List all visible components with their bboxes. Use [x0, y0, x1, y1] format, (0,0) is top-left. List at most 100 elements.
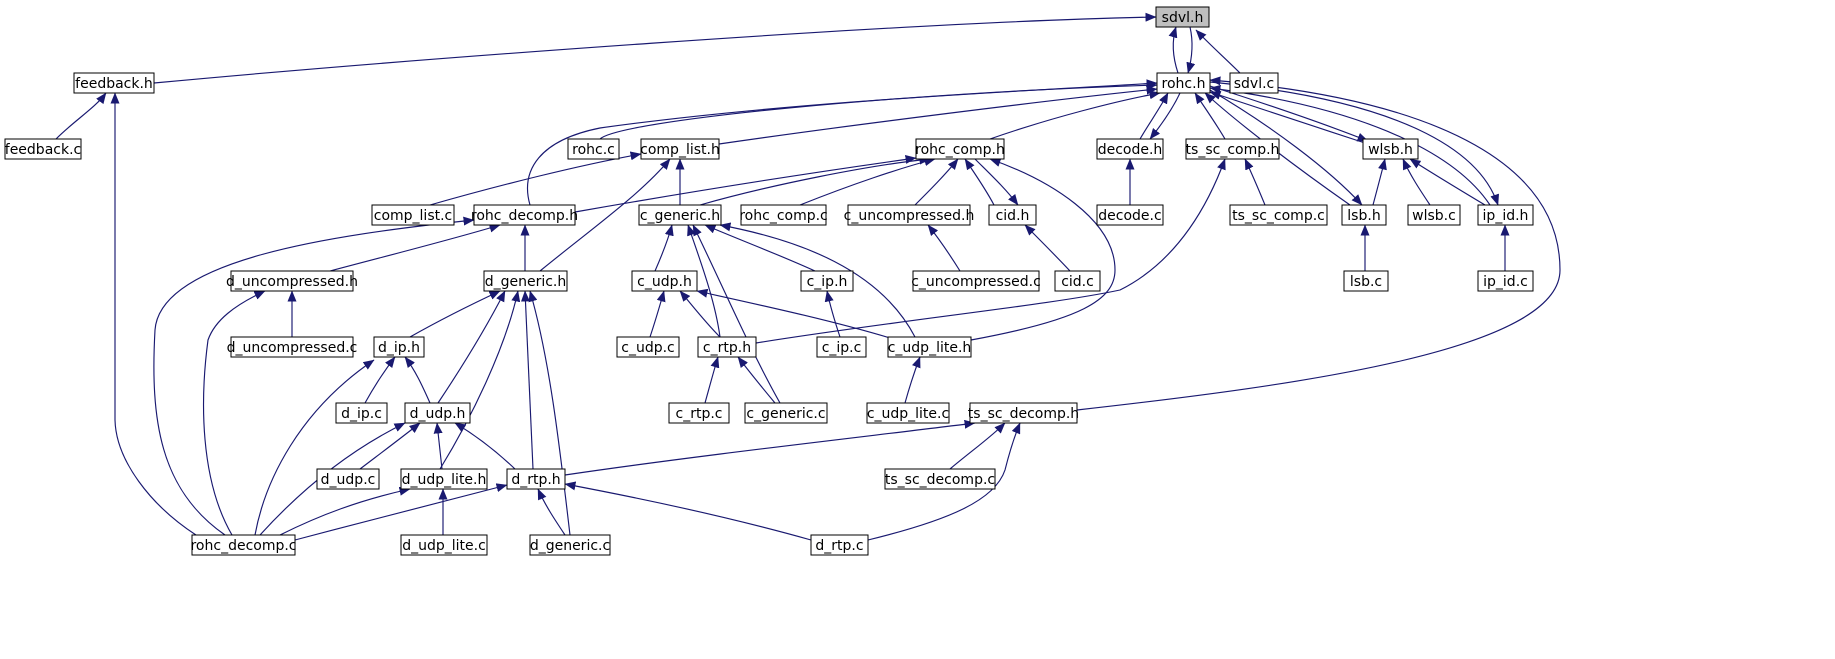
node-label: rohc.h [1162, 76, 1206, 92]
edge-c-generic-c-to-c-generic-h [692, 224, 781, 404]
node-c-ip-h[interactable]: c_ip.h [800, 270, 854, 292]
node-d-generic-c[interactable]: d_generic.c [529, 534, 611, 556]
edge-feedback-h-to-sdvl-h [153, 12, 1157, 84]
node-box [483, 270, 568, 292]
node-cid-h[interactable]: cid.h [988, 204, 1037, 226]
node-box [912, 270, 1040, 292]
edge-rohc-decomp-c-to-d-rtp-h [294, 483, 508, 541]
node-ts-sc-decomp-h[interactable]: ts_sc_decomp.h [968, 402, 1079, 424]
node-d-udp-c[interactable]: d_udp.c [316, 468, 380, 490]
node-decode-c[interactable]: decode.c [1096, 204, 1164, 226]
node-c-udp-c[interactable]: c_udp.c [616, 336, 680, 358]
node-label: d_rtp.c [815, 538, 863, 554]
node-box [697, 336, 757, 358]
node-c-udp-lite-h[interactable]: c_udp_lite.h [887, 336, 972, 358]
node-cid-c[interactable]: cid.c [1054, 270, 1101, 292]
edge-c-rtp-h-to-c-udp-h [679, 290, 721, 338]
node-label: rohc_comp.c [739, 208, 828, 224]
node-decode-h[interactable]: decode.h [1096, 138, 1164, 160]
node-c-generic-h[interactable]: c_generic.h [638, 204, 722, 226]
node-label: cid.h [996, 208, 1030, 224]
node-ip-id-h[interactable]: ip_id.h [1477, 204, 1534, 226]
edge-rohc-comp-h-to-cid-h [974, 158, 1019, 206]
node-rohc-h[interactable]: rohc.h [1156, 72, 1211, 94]
node-ts-sc-comp-h[interactable]: ts_sc_comp.h [1185, 138, 1280, 160]
node-ts-sc-comp-c[interactable]: ts_sc_comp.c [1229, 204, 1328, 226]
node-label: sdvl.c [1234, 76, 1275, 92]
node-comp-list-c[interactable]: comp_list.c [371, 204, 455, 226]
edge-rohc-h-to-decode-h [1149, 92, 1181, 140]
node-c-uncompressed-h[interactable]: c_uncompressed.h [844, 204, 975, 226]
node-label: ip_id.h [1483, 208, 1529, 224]
node-d-udp-h[interactable]: d_udp.h [404, 402, 471, 424]
node-label: ts_sc_comp.h [1186, 142, 1280, 158]
node-d-udp-lite-h[interactable]: d_udp_lite.h [400, 468, 488, 490]
node-lsb-h[interactable]: lsb.h [1341, 204, 1387, 226]
node-rohc-comp-c[interactable]: rohc_comp.c [739, 204, 828, 226]
node-label: d_uncompressed.c [227, 340, 358, 356]
node-box [529, 534, 611, 556]
node-ip-id-c[interactable]: ip_id.c [1477, 270, 1534, 292]
node-c-rtp-c[interactable]: c_rtp.c [668, 402, 730, 424]
node-box [668, 402, 730, 424]
node-box [506, 468, 566, 490]
node-feedback-h[interactable]: feedback.h [73, 72, 155, 94]
node-box [371, 204, 455, 226]
node-d-generic-h[interactable]: d_generic.h [483, 270, 568, 292]
node-box [335, 402, 388, 424]
edge-d-rtp-h-to-d-udp-h [454, 422, 516, 470]
edge-c-ip-h-to-c-generic-h [704, 224, 816, 272]
node-rohc-c[interactable]: rohc.c [567, 138, 620, 160]
edge-c-rtp-h-to-c-generic-h [687, 224, 721, 338]
node-ts-sc-decomp-c[interactable]: ts_sc_decomp.c [884, 468, 996, 490]
edge-c-rtp-h-to-ts-sc-comp-h [755, 158, 1226, 344]
node-box [847, 204, 971, 226]
node-wlsb-c[interactable]: wlsb.c [1407, 204, 1461, 226]
node-feedback-c[interactable]: feedback.c [4, 138, 82, 160]
node-c-uncompressed-c[interactable]: c_uncompressed.c [911, 270, 1041, 292]
node-rohc-decomp-c[interactable]: rohc_decomp.c [190, 534, 297, 556]
node-d-udp-lite-c[interactable]: d_udp_lite.c [400, 534, 488, 556]
edge-c-generic-c-to-c-rtp-h [737, 356, 776, 404]
node-rohc-comp-h[interactable]: rohc_comp.h [915, 138, 1005, 160]
edge-wlsb-h-to-rohc-h [1209, 90, 1366, 144]
node-label: ip_id.c [1483, 274, 1528, 290]
node-sdvl-h[interactable]: sdvl.h [1155, 6, 1210, 28]
node-c-generic-c[interactable]: c_generic.c [744, 402, 828, 424]
node-c-udp-h[interactable]: c_udp.h [631, 270, 698, 292]
node-d-ip-c[interactable]: d_ip.c [335, 402, 388, 424]
node-rohc-decomp-h[interactable]: rohc_decomp.h [471, 204, 578, 226]
node-d-uncompressed-c[interactable]: d_uncompressed.c [227, 336, 358, 358]
node-box [740, 204, 827, 226]
node-lsb-c[interactable]: lsb.c [1343, 270, 1389, 292]
node-label: decode.h [1098, 142, 1163, 158]
node-comp-list-h[interactable]: comp_list.h [640, 138, 720, 160]
node-c-ip-c[interactable]: c_ip.c [816, 336, 867, 358]
node-d-rtp-h[interactable]: d_rtp.h [506, 468, 566, 490]
node-wlsb-h[interactable]: wlsb.h [1362, 138, 1419, 160]
node-d-rtp-c[interactable]: d_rtp.c [810, 534, 869, 556]
node-label: c_ip.c [822, 340, 862, 356]
node-c-udp-lite-c[interactable]: c_udp_lite.c [866, 402, 950, 424]
edge-rohc-h-to-sdvl-h [1168, 26, 1179, 74]
node-label: d_ip.c [341, 406, 382, 422]
node-label: c_udp.c [621, 340, 675, 356]
edge-d-rtp-c-to-ts-sc-decomp-h [867, 422, 1021, 541]
node-box [1185, 138, 1280, 160]
edge-rohc-h-to-wlsb-h [1209, 85, 1369, 142]
node-label: lsb.h [1347, 208, 1380, 224]
node-sdvl-c[interactable]: sdvl.c [1229, 72, 1279, 94]
node-c-rtp-h[interactable]: c_rtp.h [697, 336, 757, 358]
edge-rohc-decomp-h-to-rohc-h [526, 79, 1158, 206]
node-box [1362, 138, 1419, 160]
edge-d-udp-lite-h-to-d-udp-h [433, 422, 443, 470]
edge-cid-h-to-rohc-comp-h [964, 158, 995, 206]
node-label: feedback.h [75, 76, 153, 92]
node-label: c_generic.h [640, 208, 720, 224]
node-label: cid.c [1061, 274, 1094, 290]
node-d-uncompressed-h[interactable]: d_uncompressed.h [226, 270, 358, 292]
node-label: d_rtp.h [511, 472, 560, 488]
node-d-ip-h[interactable]: d_ip.h [373, 336, 425, 358]
node-label: d_udp.c [321, 472, 376, 488]
node-box [800, 270, 854, 292]
